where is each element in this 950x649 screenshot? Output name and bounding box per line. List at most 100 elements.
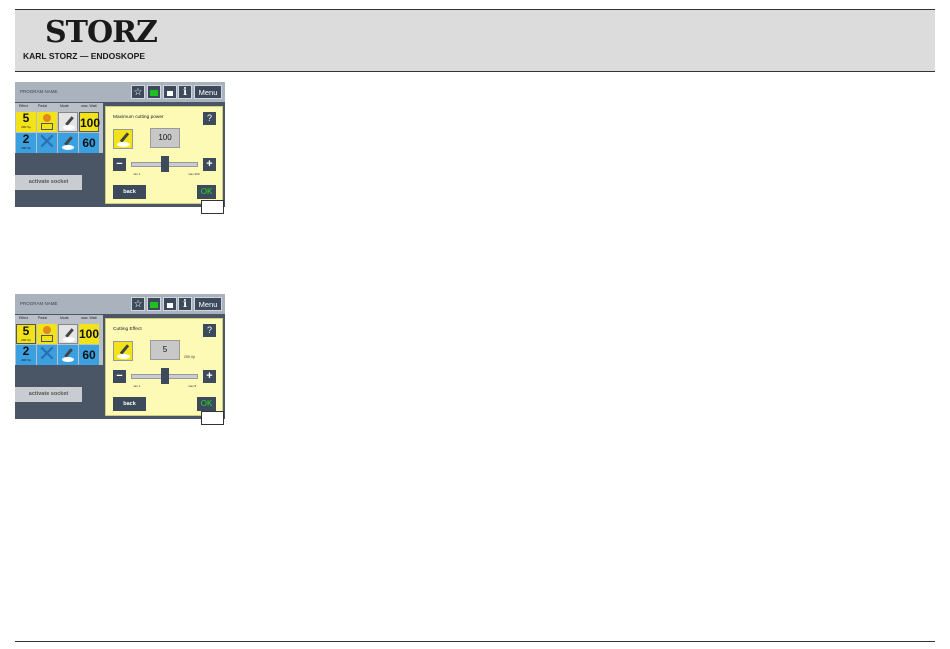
value-display: 5	[150, 340, 180, 360]
no-pedal-icon: ✕	[37, 130, 57, 155]
slider-thumb[interactable]	[160, 156, 169, 172]
help-button[interactable]: ?	[203, 112, 216, 125]
column-header-pedal: Pedal	[38, 104, 47, 108]
callout-box-2	[201, 411, 224, 425]
mode-tile-row2[interactable]	[58, 133, 78, 153]
effect-tile-row2[interactable]: 2 200 Vp	[16, 345, 36, 365]
slider-min-label: min 1	[133, 384, 141, 388]
device-screen-1: PROGRAM NAME ☆ i Menu Effect Pedal Mode …	[15, 82, 225, 207]
pedal-box-icon	[41, 335, 53, 342]
effect-value: 5	[22, 324, 30, 338]
chat-icon[interactable]	[147, 85, 161, 99]
activate-socket-button[interactable]: activate socket	[15, 387, 82, 402]
cutting-tool-icon	[113, 341, 133, 361]
storz-logo-subtitle: KARL STORZ — ENDOSKOPE	[23, 51, 146, 61]
program-name: PROGRAM NAME	[20, 301, 58, 306]
column-header-mode: Mode	[60, 316, 69, 320]
dialog-title: Cutting Effect	[113, 327, 142, 332]
menu-button[interactable]: Menu	[194, 85, 222, 99]
no-pedal-icon: ✕	[37, 342, 57, 367]
program-name: PROGRAM NAME	[20, 89, 58, 94]
mode-tile-row1[interactable]	[58, 324, 78, 344]
screen-titlebar: PROGRAM NAME ☆ i Menu	[15, 82, 225, 102]
watt-value: 100	[80, 116, 101, 130]
effect-tile-row1[interactable]: 5 200 Vp	[16, 324, 36, 344]
column-header-max-watt: max. Watt	[81, 104, 97, 108]
column-header-mode: Mode	[60, 104, 69, 108]
watt-tile-row1[interactable]: 100	[79, 112, 101, 132]
effect-unit: 200 Vp	[21, 125, 31, 129]
watt-tile-row2[interactable]: 60	[79, 133, 99, 153]
cutting-tool-icon	[113, 129, 133, 149]
cutting-tool-icon	[63, 116, 75, 130]
lock-icon[interactable]	[163, 297, 177, 311]
socket-panel: Effect Pedal Mode max. Watt 5 200 Vp 100…	[15, 103, 103, 155]
bottom-rule	[15, 641, 935, 642]
pedal-icon	[43, 114, 51, 122]
screen-titlebar: PROGRAM NAME ☆ i Menu	[15, 294, 225, 314]
pedal-tile-row2[interactable]: ✕	[37, 342, 57, 367]
slider-thumb[interactable]	[160, 368, 169, 384]
watt-tile-row2[interactable]: 60	[79, 345, 99, 365]
pedal-tile-row2[interactable]: ✕	[37, 130, 57, 155]
back-button[interactable]: back	[113, 397, 146, 411]
effect-tile-row1[interactable]: 5 200 Vp	[16, 112, 36, 132]
decrease-button[interactable]: −	[113, 370, 126, 383]
value-unit: 200 Vp	[184, 355, 196, 359]
callout-box-1	[201, 200, 224, 214]
info-button[interactable]: i	[178, 297, 192, 311]
mode-tile-row1[interactable]	[58, 112, 78, 132]
info-button[interactable]: i	[178, 85, 192, 99]
back-button[interactable]: back	[113, 185, 146, 199]
top-rule	[15, 9, 935, 10]
slider-max-label: max 8	[188, 384, 197, 388]
column-header-effect: Effect	[19, 104, 28, 108]
menu-button[interactable]: Menu	[194, 297, 222, 311]
effect-tile-row2[interactable]: 2 200 Vp	[16, 133, 36, 153]
page-header: STORZ KARL STORZ — ENDOSKOPE	[15, 10, 935, 71]
device-screen-2: PROGRAM NAME ☆ i Menu Effect Pedal Mode …	[15, 294, 225, 419]
increase-button[interactable]: +	[203, 158, 216, 171]
ok-button[interactable]: OK	[197, 397, 216, 411]
effect-value: 2	[22, 132, 30, 146]
parameter-dialog: Cutting Effect ? 5 200 Vp − + min 1 max …	[105, 318, 223, 416]
mode-tile-row2[interactable]	[58, 345, 78, 365]
lock-icon[interactable]	[163, 85, 177, 99]
column-header-pedal: Pedal	[38, 316, 47, 320]
effect-unit: 200 Vp	[21, 358, 31, 362]
header-rule	[15, 71, 935, 72]
chat-icon[interactable]	[147, 297, 161, 311]
storz-logo: STORZ	[45, 15, 158, 50]
pedal-tile-row1[interactable]	[37, 112, 57, 132]
pedal-tile-row1[interactable]	[37, 324, 57, 344]
slider-min-label: min 1	[133, 172, 141, 176]
watt-tile-row1[interactable]: 100	[79, 324, 99, 344]
slider-max-label: max 300	[188, 172, 200, 176]
effect-value: 2	[22, 344, 30, 358]
ok-button[interactable]: OK	[197, 185, 216, 199]
star-icon[interactable]: ☆	[131, 85, 145, 99]
dialog-title: Maximum cutting power	[113, 115, 164, 120]
effect-unit: 200 Vp	[21, 146, 31, 150]
coag-tool-icon	[62, 348, 74, 362]
effect-unit: 200 Vp	[21, 338, 31, 342]
watt-value: 60	[82, 136, 96, 150]
pedal-box-icon	[41, 123, 53, 130]
watt-value: 60	[82, 348, 96, 362]
activate-socket-button[interactable]: activate socket	[15, 175, 82, 190]
star-icon[interactable]: ☆	[131, 297, 145, 311]
watt-value: 100	[79, 327, 100, 341]
decrease-button[interactable]: −	[113, 158, 126, 171]
cutting-tool-icon	[63, 328, 75, 342]
help-button[interactable]: ?	[203, 324, 216, 337]
effect-value: 5	[22, 111, 30, 125]
column-header-max-watt: max. Watt	[81, 316, 97, 320]
increase-button[interactable]: +	[203, 370, 216, 383]
parameter-dialog: Maximum cutting power ? 100 − + min 1 ma…	[105, 106, 223, 204]
socket-panel: Effect Pedal Mode max. Watt 5 200 Vp 100…	[15, 315, 103, 367]
coag-tool-icon	[62, 136, 74, 150]
column-header-effect: Effect	[19, 316, 28, 320]
pedal-icon	[43, 326, 51, 334]
value-display: 100	[150, 128, 180, 148]
